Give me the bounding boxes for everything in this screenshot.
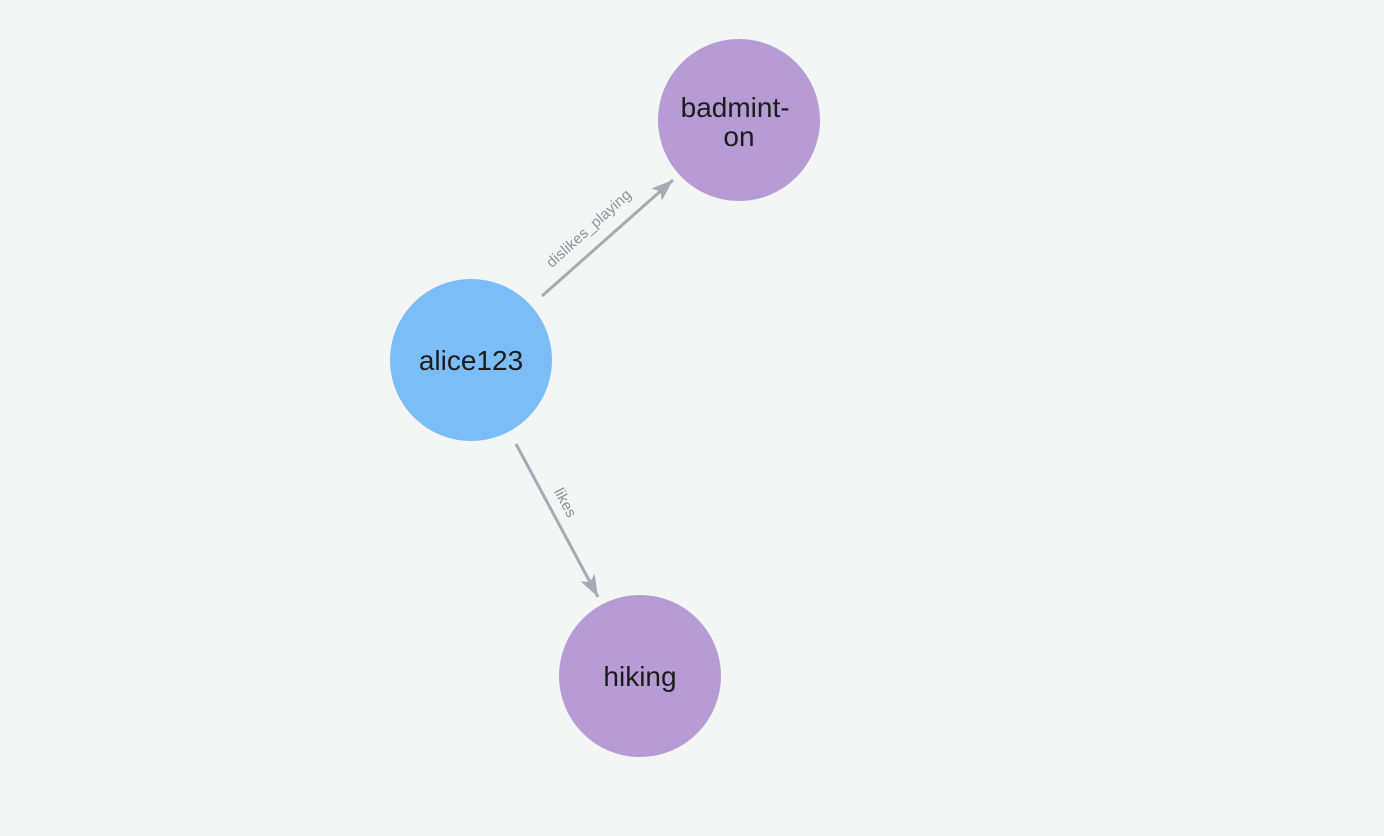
edge-dislikes-playing[interactable]: dislikes_playing [541,178,674,298]
edge-line-likes[interactable] [514,443,600,598]
edge-likes[interactable]: likes [514,443,600,598]
edge-line-dislikes-playing[interactable] [541,178,674,298]
node-circle-badminton[interactable] [658,39,820,201]
node-circle-alice123[interactable] [390,279,552,441]
edge-label-dislikes-playing: dislikes_playing [543,186,635,271]
node-hiking[interactable]: hiking [559,595,721,757]
node-circle-hiking[interactable] [559,595,721,757]
node-alice123[interactable]: alice123 [390,279,552,441]
node-badminton[interactable]: badmint- on [658,39,820,201]
